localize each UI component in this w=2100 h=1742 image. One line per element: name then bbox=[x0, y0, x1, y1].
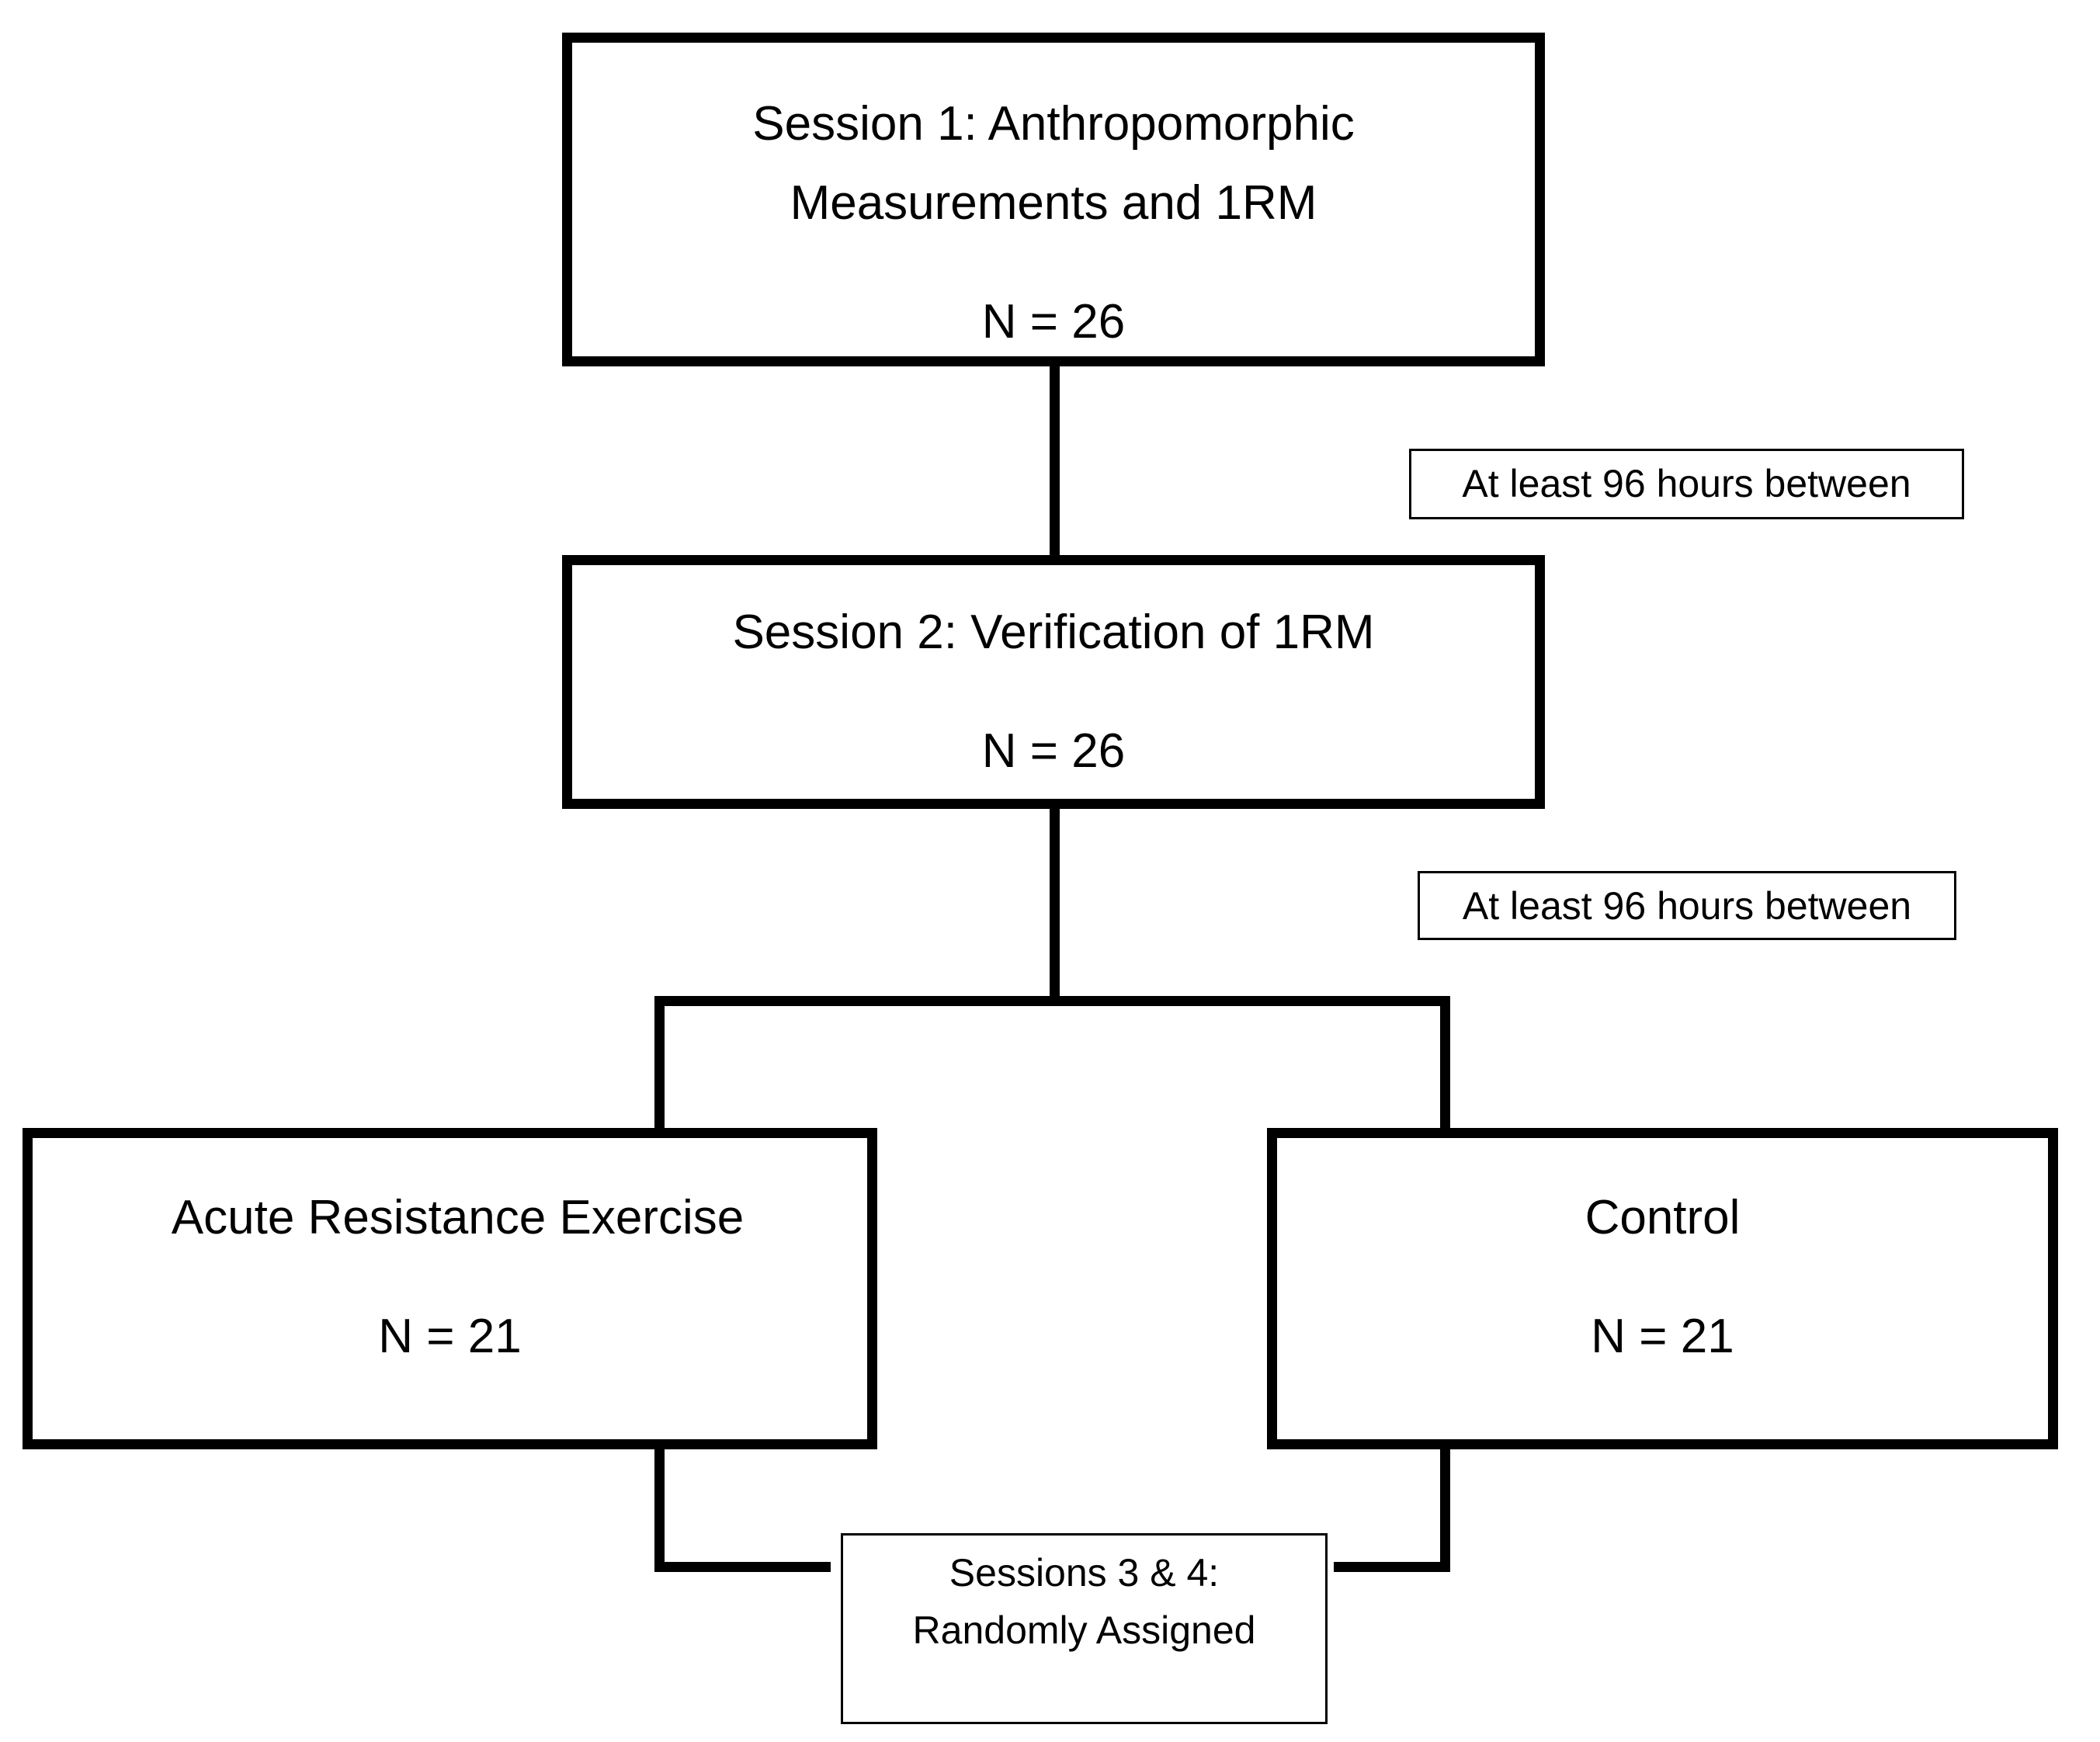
interval-note-2-label: At least 96 hours between bbox=[1462, 884, 1912, 928]
session2-title: Session 2: Verification of 1RM bbox=[732, 606, 1375, 659]
connector-session2-split bbox=[1050, 807, 1060, 1004]
session2-box: Session 2: Verification of 1RM N = 26 bbox=[562, 555, 1545, 809]
connector-control-down bbox=[1440, 1444, 1450, 1572]
connector-split-left bbox=[654, 996, 665, 1133]
acute-exercise-count: N = 21 bbox=[378, 1310, 522, 1363]
random-assignment-note: Sessions 3 & 4: Randomly Assigned bbox=[841, 1533, 1328, 1724]
random-assignment-line1: Sessions 3 & 4: bbox=[949, 1551, 1220, 1595]
connector-acute-down bbox=[654, 1444, 665, 1572]
random-assignment-line2: Randomly Assigned bbox=[912, 1608, 1256, 1652]
acute-exercise-title: Acute Resistance Exercise bbox=[171, 1191, 745, 1244]
control-title: Control bbox=[1585, 1191, 1741, 1244]
connector-session1-session2 bbox=[1050, 365, 1060, 560]
acute-exercise-box: Acute Resistance Exercise N = 21 bbox=[23, 1128, 877, 1449]
session2-count: N = 26 bbox=[981, 724, 1126, 778]
control-count: N = 21 bbox=[1591, 1310, 1734, 1363]
connector-control-to-random bbox=[1334, 1562, 1450, 1572]
connector-acute-to-random bbox=[654, 1562, 831, 1572]
control-box: Control N = 21 bbox=[1267, 1128, 2058, 1449]
session1-title-line1: Session 1: Anthropomorphic bbox=[752, 97, 1355, 151]
interval-note-1: At least 96 hours between bbox=[1409, 449, 1964, 519]
connector-split-right bbox=[1440, 996, 1450, 1133]
connector-split-horizontal bbox=[654, 996, 1450, 1006]
session1-box: Session 1: Anthropomorphic Measurements … bbox=[562, 33, 1545, 366]
interval-note-1-label: At least 96 hours between bbox=[1462, 462, 1911, 505]
session1-count: N = 26 bbox=[981, 295, 1126, 349]
interval-note-2: At least 96 hours between bbox=[1418, 871, 1956, 940]
session1-title-line2: Measurements and 1RM bbox=[790, 176, 1317, 230]
